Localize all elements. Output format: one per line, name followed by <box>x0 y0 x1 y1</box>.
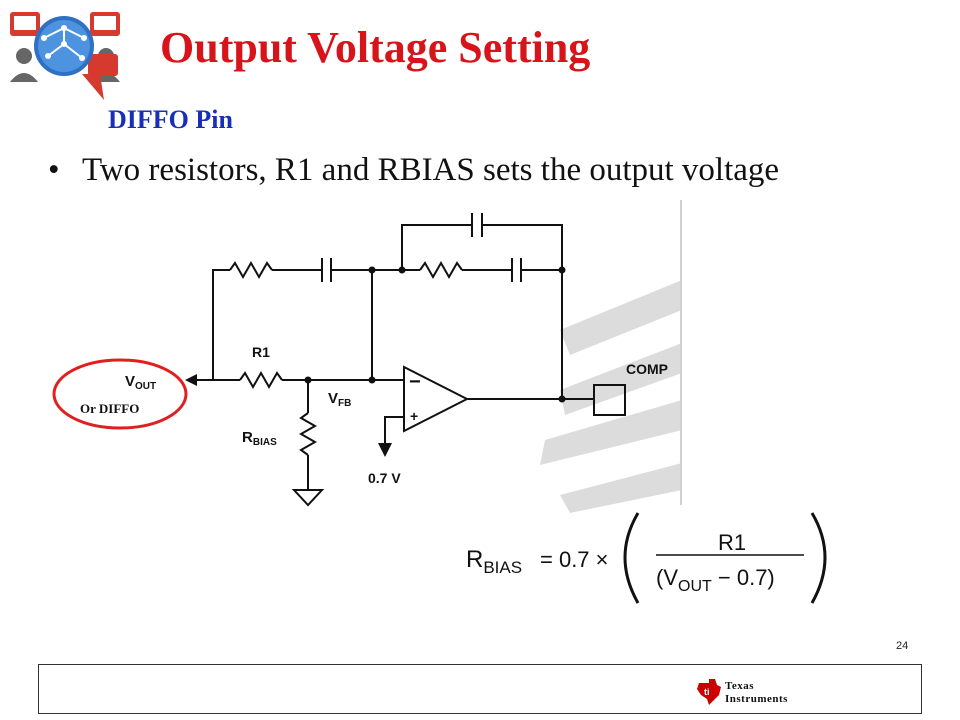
ti-brand-line2: Instruments <box>725 693 788 705</box>
r1-label: R1 <box>252 344 270 360</box>
highlight-ellipse <box>52 358 188 430</box>
circuit-schematic: − + R1 VOUT VFB RBIAS 0.7 V COMP Or DIFF… <box>52 200 682 513</box>
svg-text:VOUT: VOUT <box>125 373 156 392</box>
circuit-wires <box>212 213 626 507</box>
bullet-text: Two resistors, R1 and RBIAS sets the out… <box>82 152 780 188</box>
vout-sub-label: OUT <box>135 381 156 392</box>
opamp-plus-label: + <box>410 408 418 424</box>
svg-text:VFB: VFB <box>328 390 351 409</box>
page-number: 24 <box>896 640 909 652</box>
rbias-formula: RBIAS = 0.7 × R1 (VOUT − 0.7) <box>466 512 827 604</box>
background-stripes <box>540 280 682 513</box>
bullet-point: • Two resistors, R1 and RBIAS sets the ou… <box>48 148 779 192</box>
formula-lhs-sub: BIAS <box>483 558 522 577</box>
vfb-sub-label: FB <box>338 398 351 409</box>
rbias-label: R <box>242 429 253 446</box>
opamp-minus-label: − <box>409 371 421 393</box>
ti-brand-line1: Texas <box>725 680 754 692</box>
vfb-label: V <box>328 390 338 407</box>
svg-text:(VOUT − 0.7): (VOUT − 0.7) <box>656 565 775 595</box>
formula-den-open: (V <box>656 565 678 590</box>
people-network-icon <box>10 12 120 100</box>
formula-equals: = 0.7 × <box>540 547 609 572</box>
vout-label: V <box>125 373 135 390</box>
formula-numerator: R1 <box>718 530 746 555</box>
svg-text:ti: ti <box>704 687 710 697</box>
formula-den-rest: − 0.7) <box>712 565 775 590</box>
footer-bar <box>38 664 922 714</box>
ref-voltage-label: 0.7 V <box>368 470 401 486</box>
formula-lhs: R <box>466 546 483 573</box>
formula-den-sub: OUT <box>678 578 712 595</box>
slide-title: Output Voltage Setting <box>160 23 591 72</box>
bullet-dot-icon: • <box>48 152 60 188</box>
comp-label: COMP <box>626 361 668 377</box>
svg-text:RBIAS: RBIAS <box>466 546 522 577</box>
texas-instruments-logo: ti Texas Instruments <box>697 679 788 705</box>
rbias-sub-label: BIAS <box>253 437 277 448</box>
slide-subtitle: DIFFO Pin <box>108 105 233 134</box>
svg-text:RBIAS: RBIAS <box>242 429 277 448</box>
or-diffo-label: Or DIFFO <box>80 401 139 416</box>
